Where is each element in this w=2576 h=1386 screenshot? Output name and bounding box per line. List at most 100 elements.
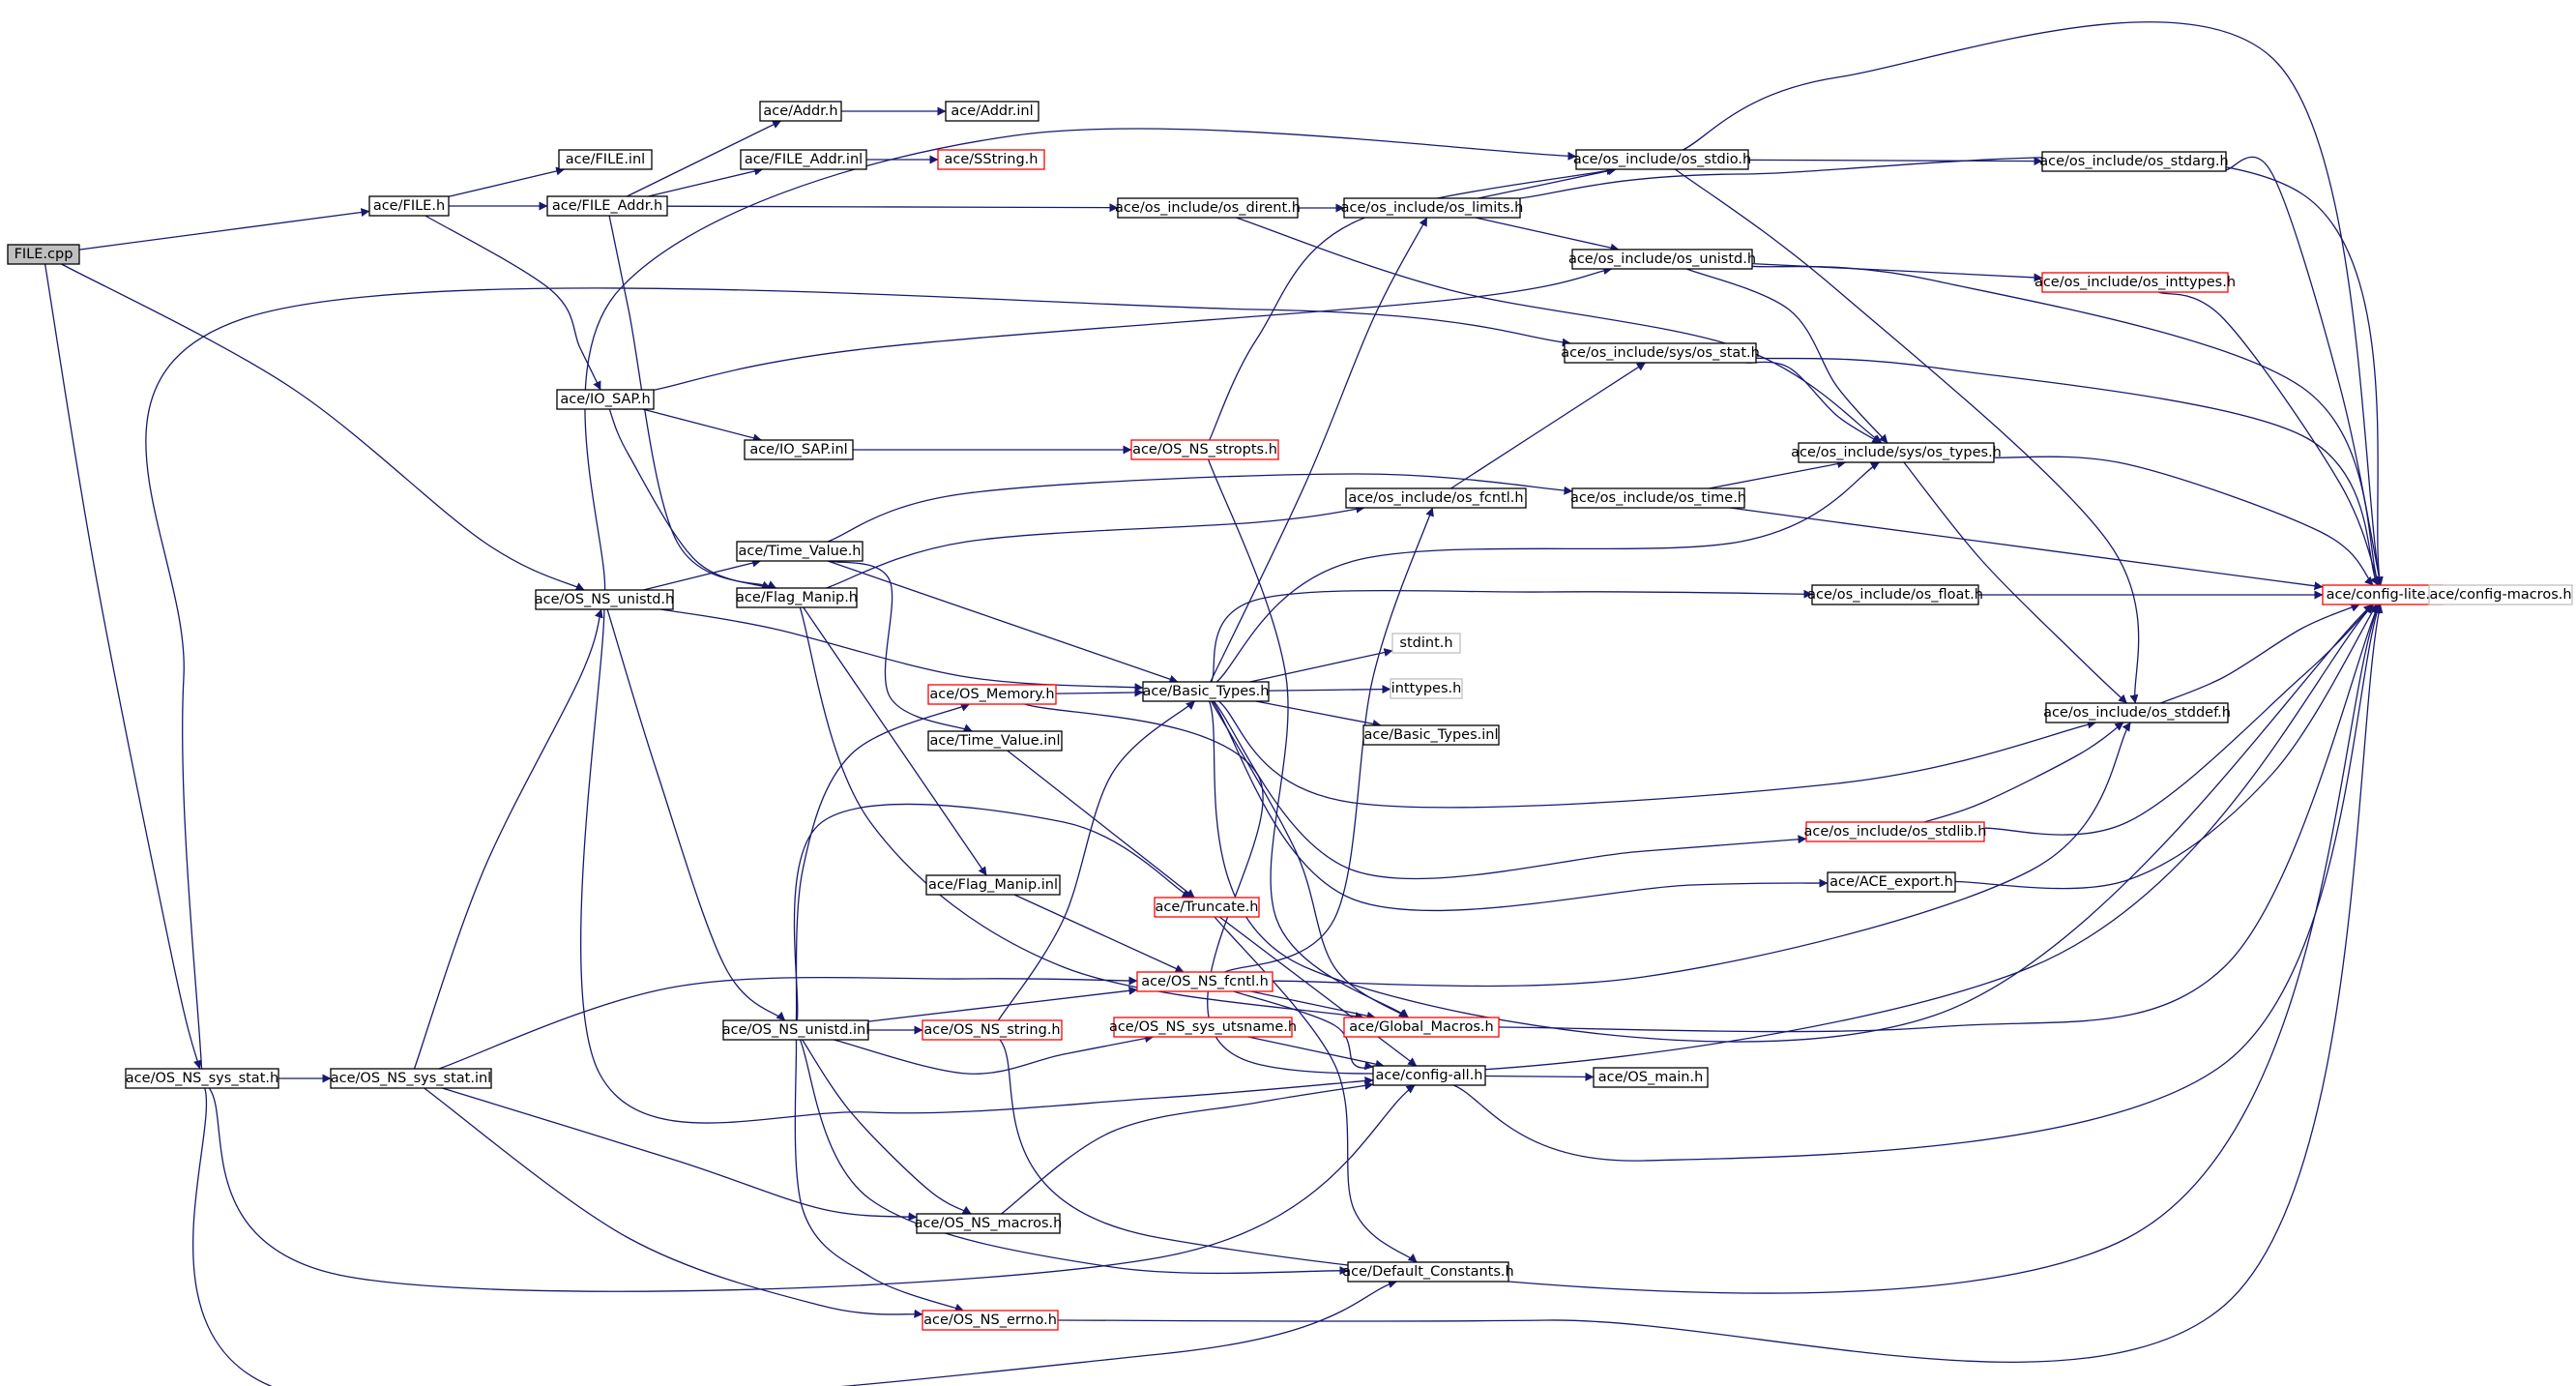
node-sys-os-stat[interactable]: ace/os_include/sys/os_stat.h [1561, 342, 1760, 364]
edge-os-stdlib-to-os-stddef [1923, 722, 2124, 823]
node-label: ace/config-lite.h [2327, 587, 2440, 603]
edge-flag-manip-h-to-os-fcntl [826, 504, 1365, 589]
edge-global-macros-to-config-lite [1498, 604, 2380, 1033]
node-os-ns-errno[interactable]: ace/OS_NS_errno.h [922, 1310, 1059, 1331]
node-label: ace/Basic_Types.inl [1363, 727, 1498, 743]
node-os-unistd[interactable]: ace/os_include/os_unistd.h [1568, 249, 1756, 270]
node-label: ace/SString.h [945, 152, 1039, 167]
node-os-ns-sys-stat-h[interactable]: ace/OS_NS_sys_stat.h [125, 1068, 279, 1089]
node-default-constants[interactable]: ace/Default_Constants.h [1342, 1261, 1514, 1283]
node-sstring-h[interactable]: ace/SString.h [937, 149, 1045, 170]
edge-os-stddef-to-config-lite [2160, 604, 2360, 704]
node-os-dirent[interactable]: ace/os_include/os_dirent.h [1115, 197, 1301, 219]
node-io-sap-inl[interactable]: ace/IO_SAP.inl [744, 439, 854, 460]
node-box [1390, 678, 1463, 699]
node-os-ns-stropts[interactable]: ace/OS_NS_stropts.h [1130, 439, 1279, 460]
node-file-addr-h[interactable]: ace/FILE_Addr.h [546, 195, 668, 217]
node-label: ace/os_include/os_time.h [1570, 490, 1746, 506]
edge-basic-types-h-to-basic-types-inl [1255, 700, 1382, 728]
node-sys-os-types[interactable]: ace/os_include/sys/os_types.h [1791, 442, 2002, 463]
node-basic-types-h[interactable]: ace/Basic_Types.h [1142, 681, 1270, 702]
node-truncate-h[interactable]: ace/Truncate.h [1154, 897, 1260, 918]
node-file-inl[interactable]: ace/FILE.inl [558, 149, 653, 170]
node-file-h[interactable]: ace/FILE.h [368, 195, 450, 217]
edge-io-sap-h-to-os-unistd [653, 266, 1613, 391]
node-box [558, 149, 653, 170]
edge-sys-os-stat-to-sys-os-types [1745, 361, 1882, 444]
node-label: ace/Default_Constants.h [1342, 1264, 1513, 1280]
node-box [1372, 1065, 1486, 1086]
node-label: ace/Time_Value.h [738, 544, 861, 559]
node-os-ns-unistd-h[interactable]: ace/OS_NS_unistd.h [535, 589, 674, 610]
node-os-ns-sys-utsname[interactable]: ace/OS_NS_sys_utsname.h [1109, 1017, 1297, 1038]
edge-time-value-h-to-time-value-inl [829, 560, 973, 732]
node-os-ns-unistd-inl[interactable]: ace/OS_NS_unistd.inl [722, 1019, 870, 1041]
node-label: ace/OS_NS_unistd.h [535, 592, 674, 607]
node-file-addr-inl[interactable]: ace/FILE_Addr.inl [740, 149, 867, 170]
node-io-sap-h[interactable]: ace/IO_SAP.h [556, 389, 655, 410]
node-os-stddef[interactable]: ace/os_include/os_stddef.h [2043, 702, 2231, 723]
edge-os-unistd-to-sys-os-types [1685, 268, 1888, 444]
node-box [1347, 1261, 1509, 1283]
edge-os-unistd-to-config-lite [1751, 265, 2381, 586]
node-os-ns-fcntl[interactable]: ace/OS_NS_fcntl.h [1136, 971, 1273, 992]
node-os-fcntl[interactable]: ace/os_include/os_fcntl.h [1345, 487, 1527, 509]
node-os-ns-macros[interactable]: ace/OS_NS_macros.h [915, 1213, 1063, 1234]
edge-file-cpp-to-os-ns-sys-stat-h [44, 263, 202, 1070]
edge-os-stdio-to-os-stddef [1675, 168, 2140, 704]
node-label: ace/config-all.h [1375, 1068, 1482, 1083]
node-os-ns-sys-stat-inl[interactable]: ace/OS_NS_sys_stat.inl [330, 1068, 492, 1089]
edge-file-addr-h-to-addr-h [627, 120, 782, 197]
node-label: ace/Flag_Manip.h [736, 590, 858, 605]
edge-flag-manip-h-to-flag-manip-inl [803, 606, 987, 876]
edge-basic-types-h-to-os-float [1211, 589, 1813, 683]
node-box [1362, 724, 1500, 746]
node-os-stdio[interactable]: ace/os_include/os_stdio.h [1573, 149, 1751, 170]
node-flag-manip-h[interactable]: ace/Flag_Manip.h [736, 587, 858, 608]
edge-os-unistd-to-os-inttypes [1751, 262, 2043, 282]
node-box [1142, 681, 1270, 702]
node-file-cpp[interactable]: FILE.cpp [7, 244, 80, 265]
edge-os-memory-to-config-lite [1024, 604, 2374, 1075]
node-box [736, 587, 858, 608]
node-os-main[interactable]: ace/OS_main.h [1593, 1067, 1709, 1088]
node-time-value-inl[interactable]: ace/Time_Value.inl [927, 730, 1063, 752]
node-os-stdarg[interactable]: ace/os_include/os_stdarg.h [2039, 151, 2229, 172]
node-box [1113, 1017, 1293, 1038]
node-label: ace/os_include/os_stddef.h [2043, 705, 2231, 721]
node-basic-types-inl[interactable]: ace/Basic_Types.inl [1362, 724, 1500, 746]
node-os-stdlib[interactable]: ace/os_include/os_stdlib.h [1804, 821, 1987, 842]
node-os-float[interactable]: ace/os_include/os_float.h [1807, 584, 1983, 605]
node-label: ace/FILE.inl [566, 152, 645, 167]
node-label: ace/os_include/os_limits.h [1341, 200, 1524, 216]
node-os-time[interactable]: ace/os_include/os_time.h [1570, 487, 1746, 509]
edge-file-addr-h-to-file-addr-inl [648, 166, 764, 197]
node-time-value-h[interactable]: ace/Time_Value.h [736, 541, 864, 562]
node-box [1391, 633, 1461, 654]
node-box [736, 541, 864, 562]
node-label: ace/Time_Value.inl [929, 733, 1060, 749]
node-addr-inl[interactable]: ace/Addr.inl [945, 101, 1039, 122]
edge-file-h-to-file-inl [448, 166, 566, 197]
node-os-ns-string[interactable]: ace/OS_NS_string.h [922, 1019, 1063, 1041]
node-ace-export[interactable]: ace/ACE_export.h [1827, 871, 1956, 893]
node-box [1117, 197, 1299, 219]
edge-os-inttypes-to-config-lite [2157, 291, 2381, 586]
node-config-all[interactable]: ace/config-all.h [1372, 1065, 1486, 1086]
edge-os-stdarg-to-config-lite [2225, 156, 2384, 586]
node-config-macros: ace/config-macros.h [2428, 584, 2573, 605]
node-label: ace/Basic_Types.h [1143, 684, 1270, 699]
node-global-macros[interactable]: ace/Global_Macros.h [1343, 1017, 1500, 1038]
node-label: ace/OS_NS_stropts.h [1132, 442, 1277, 457]
node-config-lite[interactable]: ace/config-lite.h [2322, 584, 2444, 605]
node-flag-manip-inl[interactable]: ace/Flag_Manip.inl [925, 874, 1061, 896]
node-label: ace/os_include/os_fcntl.h [1348, 490, 1523, 506]
node-inttypes-h: inttypes.h [1390, 678, 1463, 699]
node-os-limits[interactable]: ace/os_include/os_limits.h [1341, 197, 1524, 219]
node-os-inttypes[interactable]: ace/os_include/os_inttypes.h [2034, 272, 2236, 293]
edge-os-ns-fcntl-to-global-macros [1250, 990, 1376, 1020]
edge-os-ns-sys-stat-h-to-config-all [208, 1084, 1416, 1292]
node-addr-h[interactable]: ace/Addr.h [759, 101, 842, 122]
node-os-memory[interactable]: ace/OS_Memory.h [927, 684, 1057, 705]
